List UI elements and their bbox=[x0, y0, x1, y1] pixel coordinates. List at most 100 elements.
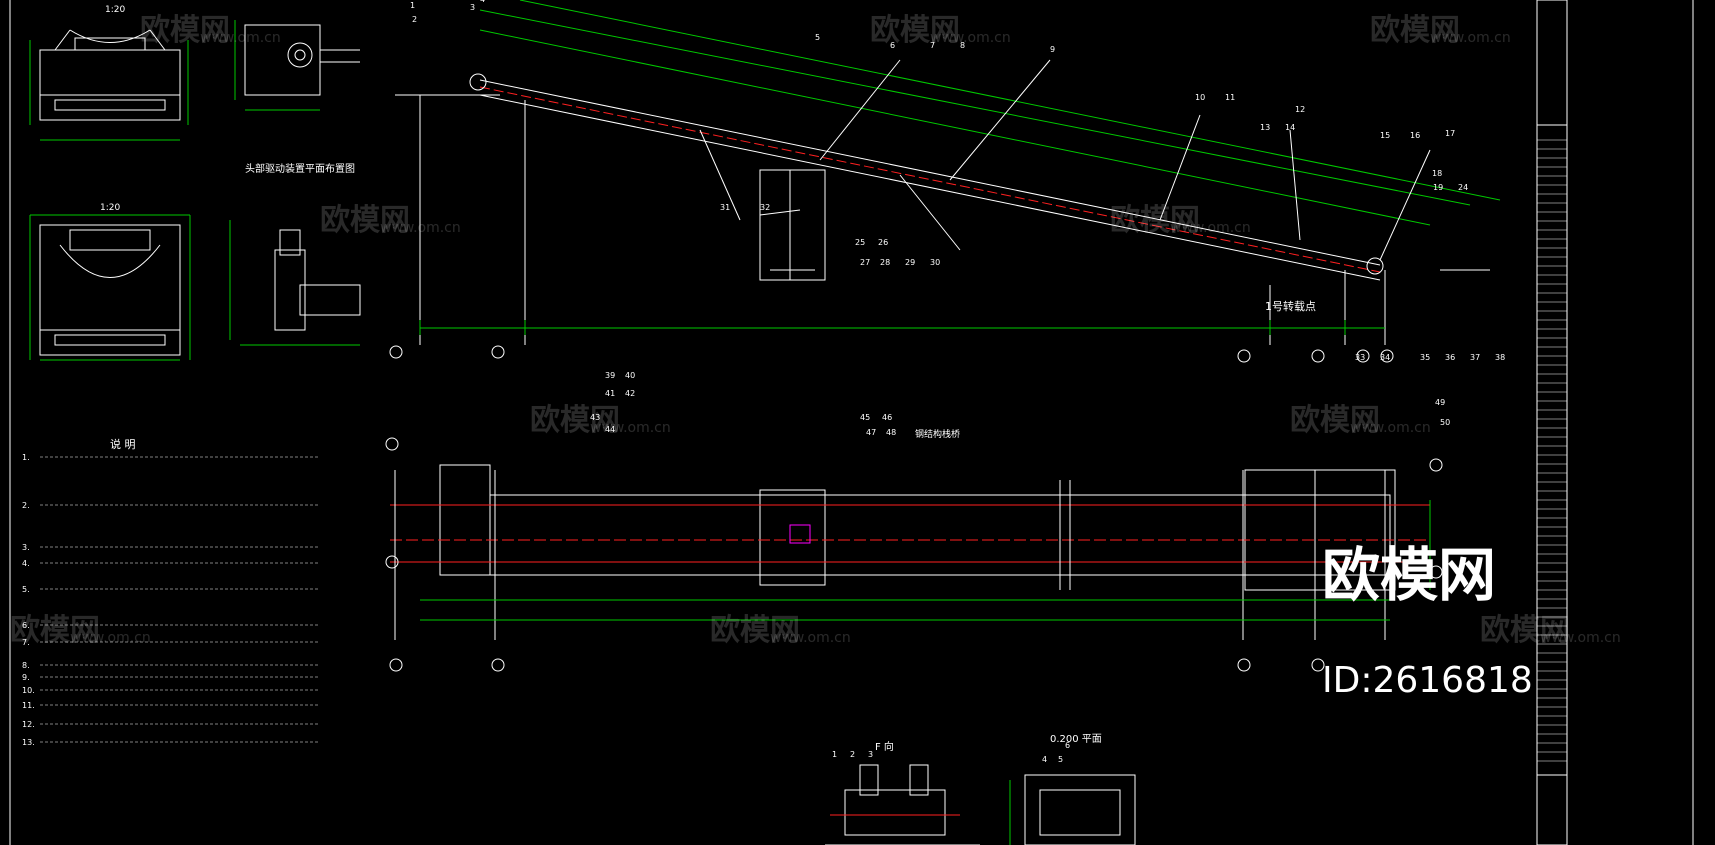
f-view bbox=[825, 764, 980, 845]
item-number: 48 bbox=[886, 428, 896, 437]
item-number: 6 bbox=[890, 41, 895, 50]
axis-marker-circle bbox=[491, 345, 505, 359]
axis-marker-circle bbox=[1237, 349, 1251, 363]
item-number: 36 bbox=[1445, 353, 1455, 362]
item-number: 1 bbox=[410, 1, 415, 10]
axis-marker-circle bbox=[1380, 349, 1394, 363]
item-number: 1 bbox=[832, 750, 837, 759]
item-number: 4 bbox=[1042, 755, 1047, 764]
item-number: 34 bbox=[1380, 353, 1390, 362]
watermark-url: www.om.cn bbox=[1430, 30, 1511, 46]
item-number: 50 bbox=[1440, 418, 1450, 427]
watermark-brand: 欧模网 bbox=[1370, 13, 1460, 48]
item-number-callouts: 1234567891011121314151617181924252627282… bbox=[410, 0, 1505, 764]
watermark-url: www.om.cn bbox=[380, 220, 461, 236]
brand-logo-text: 欧模网 bbox=[1322, 541, 1496, 609]
note-number: 3. bbox=[22, 543, 30, 552]
note-number: 6. bbox=[22, 621, 30, 630]
note-number: 9. bbox=[22, 673, 30, 682]
item-number: 17 bbox=[1445, 129, 1455, 138]
item-number: 9 bbox=[1050, 45, 1055, 54]
watermark-url: www.om.cn bbox=[930, 30, 1011, 46]
item-number: 11 bbox=[1225, 93, 1235, 102]
watermark-brand: 欧模网 bbox=[1480, 613, 1570, 648]
item-number: 49 bbox=[1435, 398, 1445, 407]
section-scale-top: 1:20 bbox=[105, 5, 125, 15]
item-number: 38 bbox=[1495, 353, 1505, 362]
axis-markers bbox=[385, 345, 1443, 672]
notes-list: 1.2.3.4.5.6.7.8.9.10.11.12.13. bbox=[22, 453, 320, 747]
axis-marker-circle bbox=[389, 658, 403, 672]
item-number: 31 bbox=[720, 203, 730, 212]
item-number: 37 bbox=[1470, 353, 1480, 362]
item-number: 7 bbox=[930, 41, 935, 50]
item-number: 2 bbox=[850, 750, 855, 759]
conveyor-plan bbox=[390, 464, 1431, 640]
watermark-brand: 欧模网 bbox=[320, 203, 410, 238]
item-number: 47 bbox=[866, 428, 876, 437]
item-number: 44 bbox=[605, 425, 615, 434]
watermark-url: www.om.cn bbox=[590, 420, 671, 436]
plan-0200 bbox=[1009, 774, 1136, 845]
axis-marker-circle bbox=[389, 345, 403, 359]
item-number: 10 bbox=[1195, 93, 1205, 102]
note-number: 13. bbox=[22, 738, 35, 747]
watermark-url: www.om.cn bbox=[1540, 630, 1621, 646]
watermark-url: www.om.cn bbox=[70, 630, 151, 646]
note-number: 7. bbox=[22, 638, 30, 647]
note-number: 12. bbox=[22, 720, 35, 729]
watermark-brand: 欧模网 bbox=[530, 403, 620, 438]
title-block-rows bbox=[1537, 139, 1567, 762]
watermark-brand: 欧模网 bbox=[140, 13, 230, 48]
watermark-url: www.om.cn bbox=[1350, 420, 1431, 436]
watermark-url: www.om.cn bbox=[200, 30, 281, 46]
item-number: 8 bbox=[960, 41, 965, 50]
axis-marker-circle bbox=[1356, 349, 1370, 363]
item-number: 25 bbox=[855, 238, 865, 247]
item-number: 43 bbox=[590, 413, 600, 422]
note-number: 8. bbox=[22, 661, 30, 670]
axis-marker-circle bbox=[1311, 658, 1325, 672]
item-number: 26 bbox=[878, 238, 888, 247]
axis-marker-circle bbox=[385, 437, 399, 451]
watermark-brand: 欧模网 bbox=[710, 613, 800, 648]
note-number: 4. bbox=[22, 559, 30, 568]
item-number: 24 bbox=[1458, 183, 1468, 192]
axis-marker-circle bbox=[385, 555, 399, 569]
item-number: 35 bbox=[1420, 353, 1430, 362]
watermark-brand: 欧模网 bbox=[1110, 203, 1200, 238]
item-number: 41 bbox=[605, 389, 615, 398]
notes-header: 说 明 bbox=[110, 437, 136, 451]
watermark-url: www.om.cn bbox=[1170, 220, 1251, 236]
note-number: 2. bbox=[22, 501, 30, 510]
item-number: 28 bbox=[880, 258, 890, 267]
elevation-transfer-label: 1号转载点 bbox=[1265, 299, 1316, 313]
item-number: 4 bbox=[480, 0, 485, 4]
axis-marker-circle bbox=[1237, 658, 1251, 672]
item-number: 13 bbox=[1260, 123, 1270, 132]
drive-detail-title: 头部驱动装置平面布置图 bbox=[245, 162, 355, 175]
item-number: 29 bbox=[905, 258, 915, 267]
note-number: 10. bbox=[22, 686, 35, 695]
brand-id-text: ID:2616818 bbox=[1322, 660, 1533, 701]
note-number: 5. bbox=[22, 585, 30, 594]
watermark-url: www.om.cn bbox=[770, 630, 851, 646]
axis-marker-circle bbox=[1429, 458, 1443, 472]
watermark-brand: 欧模网 bbox=[1290, 403, 1380, 438]
item-number: 16 bbox=[1410, 131, 1420, 140]
item-number: 27 bbox=[860, 258, 870, 267]
item-number: 12 bbox=[1295, 105, 1305, 114]
item-number: 6 bbox=[1065, 741, 1070, 750]
note-number: 11. bbox=[22, 701, 35, 710]
item-number: 39 bbox=[605, 371, 615, 380]
item-number: 15 bbox=[1380, 131, 1390, 140]
item-number: 5 bbox=[815, 33, 820, 42]
item-number: 40 bbox=[625, 371, 635, 380]
axis-marker-circle bbox=[491, 658, 505, 672]
gallery-label: 钢结构栈桥 bbox=[915, 428, 960, 440]
item-number: 2 bbox=[412, 15, 417, 24]
f-view-title: F 向 bbox=[875, 740, 894, 753]
detail-view-small bbox=[234, 20, 360, 111]
